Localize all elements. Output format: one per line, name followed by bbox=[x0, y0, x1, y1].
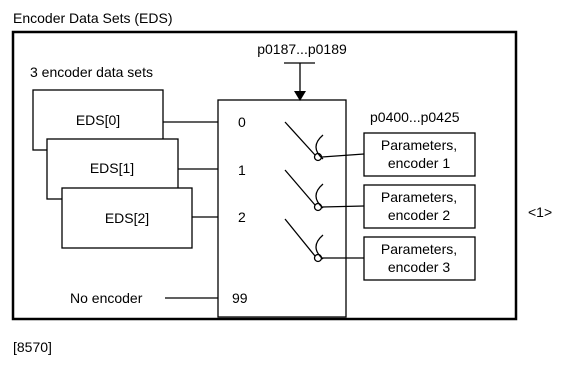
switch-out-1 bbox=[321, 153, 365, 158]
switch-blade-2 bbox=[284, 169, 316, 206]
encoder-3-line2: encoder 3 bbox=[388, 259, 450, 275]
diagram-title: Encoder Data Sets (EDS) bbox=[13, 10, 173, 26]
switch-contact-2 bbox=[315, 183, 324, 209]
switch-contact-3 bbox=[315, 234, 324, 260]
switch-contact-1 bbox=[315, 134, 324, 160]
switch-block bbox=[217, 99, 347, 318]
encoder-2-line2: encoder 2 bbox=[388, 207, 450, 223]
input-2: 2 bbox=[238, 209, 246, 225]
no-encoder-label: No encoder bbox=[70, 290, 143, 306]
input-99: 99 bbox=[232, 290, 248, 306]
eds-label-1: EDS[1] bbox=[90, 160, 134, 176]
arrow-down-icon bbox=[294, 91, 306, 101]
encoder-1-line2: encoder 1 bbox=[388, 155, 450, 171]
switch-blade-3 bbox=[284, 218, 316, 257]
encoder-sets-label: 3 encoder data sets bbox=[30, 64, 153, 80]
input-0: 0 bbox=[238, 114, 246, 130]
encoder-2-line1: Parameters, bbox=[381, 189, 457, 205]
encoder-param-box-2 bbox=[363, 184, 476, 229]
switch-out-2 bbox=[321, 205, 365, 208]
param-top-label: p0187...p0189 bbox=[257, 41, 347, 57]
encoder-param-box-3 bbox=[363, 236, 476, 281]
encoder-param-box-1 bbox=[363, 132, 476, 177]
switch-blade-1 bbox=[284, 121, 316, 156]
input-1: 1 bbox=[238, 162, 246, 178]
eds-label-2: EDS[2] bbox=[105, 210, 149, 226]
eds-label-0: EDS[0] bbox=[76, 112, 120, 128]
encoder-1-line1: Parameters, bbox=[381, 137, 457, 153]
switch-pivot-3 bbox=[313, 253, 323, 263]
switch-pivot-2 bbox=[313, 202, 323, 212]
eds-box-2 bbox=[61, 187, 193, 249]
param-right-label: p0400...p0425 bbox=[370, 109, 460, 125]
encoder-3-line1: Parameters, bbox=[381, 241, 457, 257]
footer-reference: [8570] bbox=[13, 339, 52, 355]
outer-frame bbox=[11, 30, 518, 321]
note-marker: <1> bbox=[528, 204, 552, 220]
